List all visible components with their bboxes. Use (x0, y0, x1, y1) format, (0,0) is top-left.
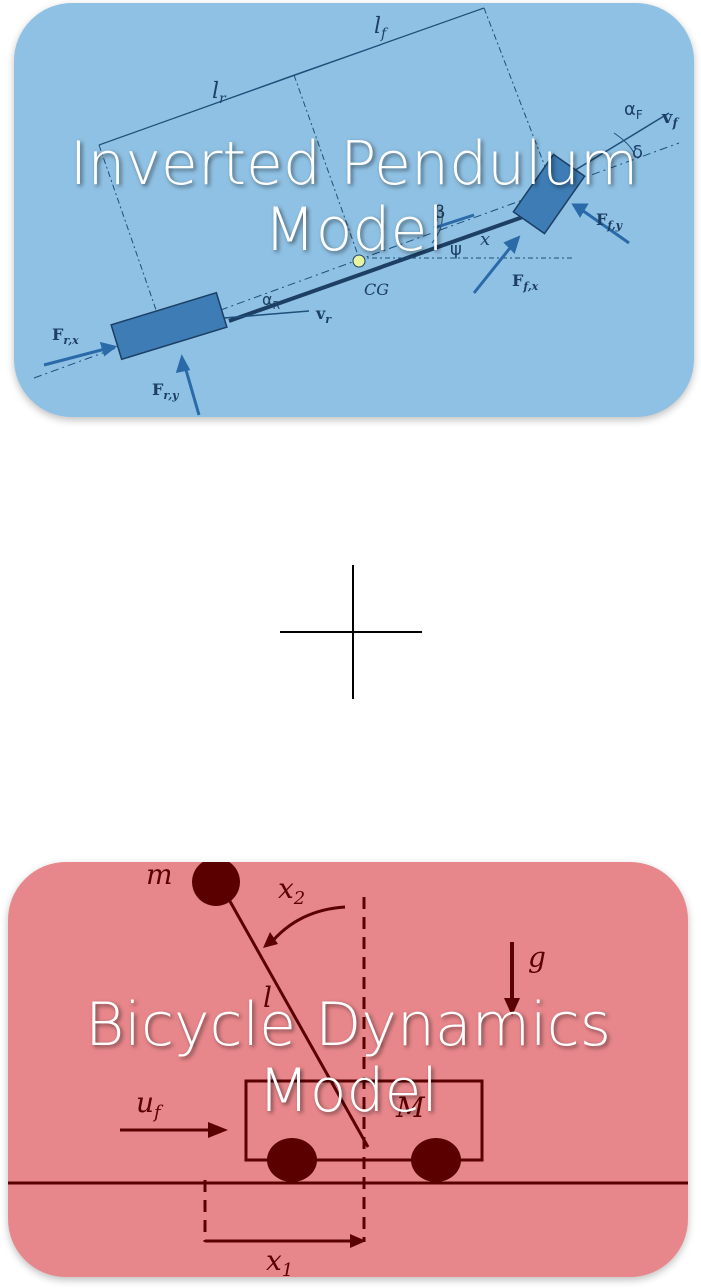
title-line-2: Model (257, 1056, 439, 1126)
bicycle-dynamics-title: Bicycle Dynamics Model (8, 992, 688, 1124)
x-direction-arrow (433, 213, 475, 230)
label-x: x (480, 229, 490, 250)
label-force-rear-x: Fr,x (52, 325, 79, 347)
x2-arc-arrowhead (263, 932, 278, 948)
x1-arrowhead (350, 1234, 366, 1248)
force-front-y-arrow (578, 206, 630, 245)
rear-wheel-block (110, 291, 228, 361)
label-l: l (263, 981, 272, 1014)
bicycle-geometry-diagram: lf lr αF vf δ β ψ x Ff,y Ff,x αR vr CG F… (33, 7, 679, 416)
dimension-line-lr (98, 74, 295, 146)
force-rear-y-arrowhead (175, 354, 191, 373)
force-front-x-arrow (472, 242, 516, 294)
title-line-2: Model (263, 195, 445, 265)
label-cg: CG (364, 280, 389, 299)
force-front-x-arrowhead (503, 235, 521, 254)
label-force-front-y: Ff,y (596, 210, 624, 232)
label-g: g (528, 941, 546, 974)
cart-pendulum-diagram: m x2 g l M uf x1 (8, 862, 688, 1277)
label-v-r: vr (315, 304, 332, 326)
pendulum-rod (216, 879, 370, 1148)
dimension-line-lf (293, 7, 485, 76)
label-force-rear-y: Fr,y (152, 380, 180, 402)
force-front-y-arrowhead (571, 203, 589, 218)
label-alpha-r: αR (262, 290, 281, 312)
label-M: M (395, 1091, 426, 1124)
vehicle-body-line (228, 211, 535, 323)
plus-icon (280, 565, 422, 699)
pendulum-mass (192, 862, 240, 906)
title-line-1: Bicycle Dynamics (85, 990, 611, 1060)
rear-velocity-line (223, 310, 310, 319)
label-x1: x1 (266, 1244, 293, 1277)
beta-arc (431, 212, 443, 244)
title-line-1: Inverted Pendulum (69, 129, 639, 199)
projection-line-cg (293, 74, 360, 259)
label-m: m (146, 862, 173, 891)
label-psi: ψ (450, 239, 462, 260)
cart-wheel-left (267, 1138, 317, 1182)
projection-line-rear (98, 144, 165, 334)
label-beta: β (434, 202, 446, 223)
force-rear-x-arrow (43, 346, 110, 367)
label-delta: δ (632, 142, 643, 163)
force-rear-y-arrow (182, 362, 201, 416)
inverted-pendulum-card: lf lr αF vf δ β ψ x Ff,y Ff,x αR vr CG F… (14, 3, 694, 417)
label-v-f: vf (661, 107, 679, 130)
front-wheel-block (512, 153, 586, 235)
label-force-front-x: Ff,x (512, 271, 539, 293)
label-lf: lf (374, 14, 389, 42)
alpha-f-arc (613, 132, 635, 154)
label-lr: lr (212, 79, 227, 107)
force-rear-x-arrowhead (99, 341, 118, 357)
center-of-gravity-marker (352, 254, 366, 268)
gravity-arrowhead (504, 998, 520, 1016)
x2-angle-arc (268, 905, 346, 945)
inverted-pendulum-title: Inverted Pendulum Model (14, 131, 694, 263)
cart-wheel-right (411, 1138, 461, 1182)
force-input-arrowhead (208, 1122, 228, 1138)
label-x2: x2 (278, 872, 305, 909)
bicycle-dynamics-card: m x2 g l M uf x1 Bicycle Dynamics Model (8, 862, 688, 1277)
label-alpha-f: αF (624, 99, 643, 122)
